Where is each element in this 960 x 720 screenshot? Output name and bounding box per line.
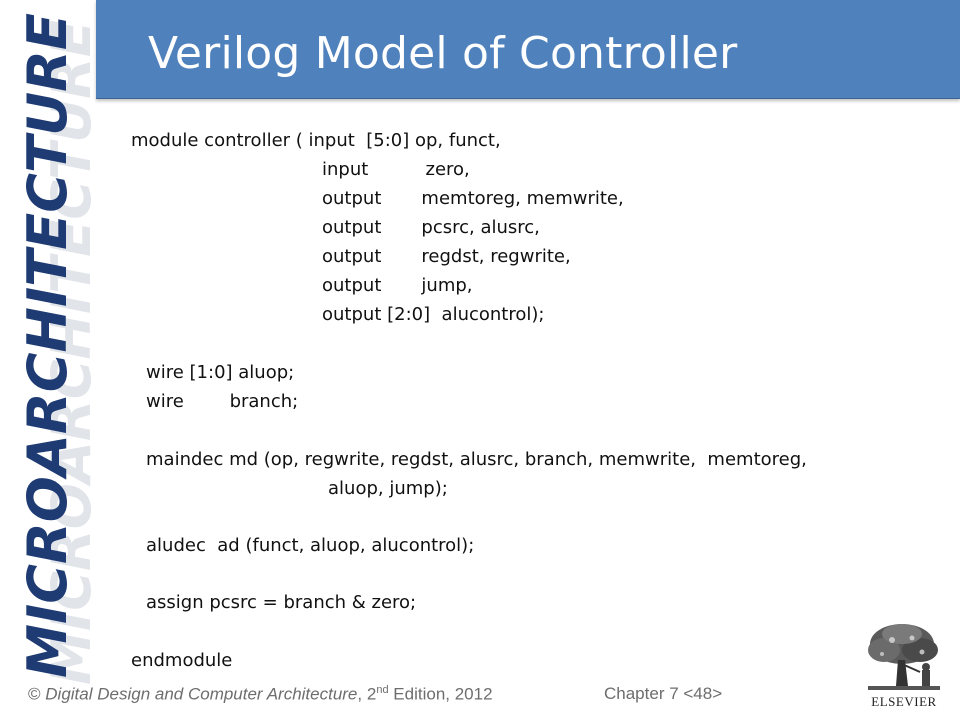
- footer-citation: © Digital Design and Computer Architectu…: [28, 684, 493, 705]
- brand-text: MICROARCHITECTURE: [16, 13, 79, 678]
- code-line: output regdst, regwrite,: [322, 246, 571, 267]
- book-title: Digital Design and Computer Architecture: [45, 684, 358, 704]
- edition-rest: Edition, 2012: [388, 684, 493, 704]
- title-bar: Verilog Model of Controller: [96, 0, 960, 99]
- slide-title: Verilog Model of Controller: [148, 28, 738, 79]
- edition-number: 2: [366, 684, 377, 704]
- code-line: endmodule: [131, 650, 233, 671]
- brand-vertical-svg: MICROARCHITECTURE MICROARCHITECTURE: [16, 13, 100, 685]
- code-line: wire branch;: [146, 391, 299, 412]
- code-line: aluop, jump);: [328, 478, 448, 499]
- code-line: output memtoreg, memwrite,: [322, 188, 624, 209]
- code-line: aludec ad (funct, aluop, alucontrol);: [146, 535, 475, 556]
- publisher-name: ELSEVIER: [871, 694, 937, 709]
- code-line: output jump,: [322, 275, 473, 296]
- code-line: module controller ( input [5:0] op, func…: [131, 130, 501, 151]
- tree-icon: [862, 620, 946, 694]
- code-line: input zero,: [322, 159, 470, 180]
- edition-suffix: nd: [376, 684, 389, 696]
- chapter-page-label: Chapter 7 <48>: [604, 684, 723, 703]
- brand-reflection: MICROARCHITECTURE: [40, 20, 100, 685]
- brand-vertical: MICROARCHITECTURE MICROARCHITECTURE: [0, 0, 100, 690]
- code-line: output pcsrc, alusrc,: [322, 217, 540, 238]
- footer-separator: ,: [357, 684, 367, 704]
- code-line: wire [1:0] aluop;: [146, 362, 295, 383]
- code-line: output [2:0] alucontrol);: [322, 304, 545, 325]
- copyright-symbol: ©: [28, 684, 41, 704]
- code-line: assign pcsrc = branch & zero;: [146, 592, 417, 613]
- code-line: maindec md (op, regwrite, regdst, alusrc…: [146, 449, 807, 470]
- publisher-logo: ELSEVIER: [862, 620, 946, 712]
